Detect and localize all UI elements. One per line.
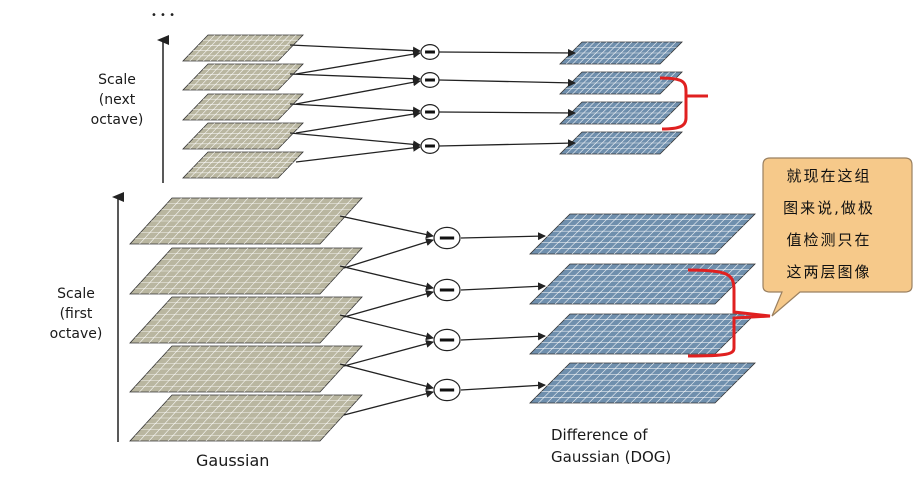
dog-layer-first-4 — [529, 362, 756, 404]
arrow-first-a-2 — [339, 265, 434, 291]
arrow-next-out-3 — [438, 108, 576, 117]
scale-first-line-2: (first — [59, 306, 93, 322]
dog-layer-first-3 — [529, 313, 756, 355]
ellipsis-dots: • • • — [151, 10, 175, 21]
minus-operator-first-4 — [433, 378, 461, 402]
arrow-next-out-1 — [438, 48, 576, 57]
arrow-next-a-3 — [289, 103, 421, 115]
gaussian-layer-first-5 — [129, 394, 363, 442]
arrow-first-a-4 — [339, 363, 434, 391]
dog-layer-next-2 — [559, 71, 683, 95]
dog-label: Difference of Gaussian (DOG) — [551, 424, 671, 468]
gaussian-layer-first-4 — [129, 345, 363, 393]
arrow-first-a-1 — [339, 215, 434, 239]
minus-operator-first-1 — [433, 226, 461, 250]
callout-line-3: 值检测只在 — [786, 231, 872, 249]
dog-label-line-1: Difference of — [551, 426, 648, 444]
minus-operator-next-2 — [420, 72, 440, 88]
gaussian-layer-next-3 — [182, 93, 304, 121]
arrow-first-b-2 — [343, 290, 434, 318]
scale-next-label: Scale (next octave) — [82, 70, 152, 130]
dog-layer-next-4 — [559, 131, 683, 155]
bracket-next-octave — [659, 76, 708, 131]
arrow-next-b-4 — [295, 143, 421, 163]
dog-layer-first-1 — [529, 213, 756, 255]
arrow-next-b-1 — [295, 50, 421, 75]
gaussian-layer-next-5 — [182, 151, 304, 179]
arrow-first-a-3 — [339, 314, 434, 341]
gaussian-layer-first-3 — [129, 296, 363, 344]
dog-layer-next-3 — [559, 101, 683, 125]
minus-operator-next-4 — [420, 138, 440, 154]
scale-first-label: Scale (first octave) — [40, 284, 112, 344]
arrow-next-a-2 — [289, 73, 421, 83]
gaussian-label: Gaussian — [196, 451, 270, 470]
minus-operator-first-3 — [433, 328, 461, 352]
arrow-first-b-3 — [343, 339, 434, 367]
arrow-next-a-1 — [289, 44, 421, 55]
arrow-next-a-4 — [289, 132, 421, 149]
scale-first-line-1: Scale — [57, 286, 95, 302]
gaussian-layer-next-4 — [182, 122, 304, 150]
arrow-first-b-4 — [343, 389, 434, 416]
minus-operator-next-3 — [420, 104, 440, 120]
arrow-first-out-1 — [460, 232, 546, 241]
scale-next-line-3: octave) — [90, 112, 144, 128]
gaussian-layer-next-2 — [182, 63, 304, 91]
scale-first-line-3: octave) — [49, 326, 103, 342]
dog-layer-next-1 — [559, 41, 683, 65]
callout-bubble — [762, 157, 913, 317]
arrow-next-b-2 — [295, 78, 421, 105]
dog-layer-first-2 — [529, 263, 756, 305]
gaussian-layer-first-2 — [129, 247, 363, 295]
gaussian-layer-next-1 — [182, 34, 304, 62]
callout-line-1: 就现在这组 — [786, 167, 872, 185]
arrow-next-b-3 — [295, 110, 421, 134]
scale-next-line-2: (next — [98, 92, 136, 108]
arrow-first-out-3 — [460, 332, 546, 341]
arrow-next-out-2 — [438, 78, 576, 87]
minus-operator-next-1 — [420, 44, 440, 60]
arrow-first-out-2 — [460, 282, 546, 291]
callout-line-2: 图来说,做极 — [783, 199, 875, 217]
gaussian-layer-first-1 — [129, 197, 363, 245]
dog-label-line-2: Gaussian (DOG) — [551, 448, 672, 466]
callout-line-4: 这两层图像 — [786, 263, 872, 281]
bracket-first-octave — [687, 268, 771, 358]
arrow-first-b-1 — [343, 238, 434, 269]
arrow-next-out-4 — [438, 139, 576, 148]
arrow-first-out-4 — [460, 381, 546, 391]
scale-next-line-1: Scale — [98, 72, 136, 88]
minus-operator-first-2 — [433, 278, 461, 302]
callout-text: 就现在这组 图来说,做极 值检测只在 这两层图像 — [764, 160, 894, 288]
